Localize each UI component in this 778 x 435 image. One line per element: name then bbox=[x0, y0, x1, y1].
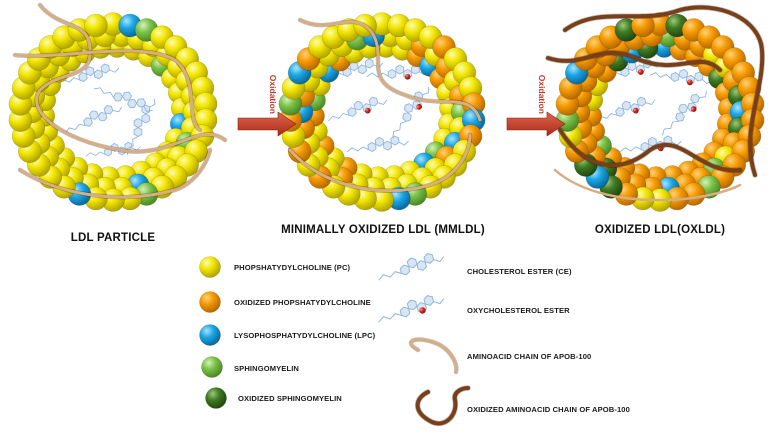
oxidized-sphingomyelin-sphere bbox=[205, 387, 227, 409]
mmldl-caption: MINIMALLY OXIDIZED LDL (MMLDL) bbox=[281, 224, 485, 236]
legend-label-apob: AMINOACID CHAIN OF APOB-100 bbox=[467, 352, 592, 361]
cholesterol-ester-icon bbox=[378, 253, 445, 281]
oxidized-apob-chain bbox=[558, 128, 742, 173]
oxycholesterol-ester bbox=[366, 64, 430, 80]
phosphatidylcholine-sphere bbox=[199, 256, 221, 278]
cholesterol-ester bbox=[126, 98, 156, 156]
legend-label-lpc: LYSOPHOSPHATYDYLCHOLINE (LPC) bbox=[234, 331, 376, 340]
oxygen-dot bbox=[690, 106, 697, 112]
apob-chain bbox=[553, 168, 742, 202]
cholesterol-ester bbox=[64, 105, 123, 134]
oxidized-apob-chain-icon bbox=[415, 386, 470, 426]
legend-label-sm: SPHINGOMYELIN bbox=[234, 364, 300, 373]
oxidized-apob-chain bbox=[546, 50, 722, 72]
legend-label-ce: CHOLESTEROL ESTER (CE) bbox=[467, 267, 572, 276]
legend-label-oxce: OXYCHOLESTEROL ESTER bbox=[467, 306, 570, 315]
ldl-particle-caption: LDL PARTICLE bbox=[70, 232, 156, 244]
legend-label-oxapob: OXIDIZED AMINOACID CHAIN OF APOB-100 bbox=[467, 405, 630, 414]
apob-chain bbox=[18, 148, 212, 199]
oxycholesterol-ester bbox=[661, 91, 707, 136]
apob-chain bbox=[298, 18, 482, 122]
legend-label-oxsm: OXIDIZED SPHINGOMYELIN bbox=[238, 394, 342, 403]
cholesterol-ester bbox=[346, 135, 409, 153]
oxygen-dot bbox=[404, 73, 411, 80]
oxycholesterol-ester bbox=[328, 96, 388, 122]
oxidation-label: Oxidation bbox=[537, 75, 547, 114]
oxidation-label: Oxidation bbox=[268, 75, 278, 114]
oxidation-arrow-2: Oxidation bbox=[506, 75, 566, 137]
oxldl-particle bbox=[555, 12, 765, 212]
mmldl-particle bbox=[278, 12, 486, 212]
oxycholesterol-ester bbox=[392, 86, 430, 139]
apob-chain bbox=[13, 49, 202, 132]
cholesterol-ester bbox=[58, 63, 120, 85]
oxygen-dot bbox=[419, 307, 426, 314]
cholesterol-ester bbox=[93, 87, 153, 113]
oxycholesterol-ester bbox=[649, 68, 713, 86]
oxygen-dot bbox=[632, 107, 639, 114]
particle-core bbox=[581, 38, 739, 186]
oxldl-caption: OXIDIZED LDL(OXLDL) bbox=[594, 224, 726, 236]
phosphatidylcholine-sphere bbox=[84, 13, 108, 38]
oxidized-apob-chain bbox=[563, 5, 765, 177]
legend-label-oxpc: OXIDIZED PHOPSHATYDYLCHOLINE bbox=[234, 298, 371, 307]
oxygen-dot bbox=[416, 103, 422, 110]
apob-chain bbox=[35, 3, 227, 154]
lysophosphatidylcholine-sphere bbox=[199, 324, 221, 346]
legend-label-pc: PHOPSHATYDYLCHOLINE (PC) bbox=[234, 263, 351, 272]
apob-chain-icon bbox=[409, 338, 458, 374]
arrow-shape bbox=[237, 111, 297, 137]
oxidation-arrow-1: Oxidation bbox=[237, 75, 297, 137]
oxidized-phosphatidylcholine-sphere bbox=[199, 291, 221, 313]
oxygen-dot bbox=[686, 79, 693, 86]
oxygen-dot bbox=[637, 69, 644, 75]
oxycholesterol-ester-icon bbox=[378, 295, 445, 323]
apob-chain bbox=[288, 133, 472, 193]
oxidized-phosphatidylcholine-sphere bbox=[631, 13, 655, 38]
arrow-shape bbox=[506, 111, 566, 137]
sphingomyelin-sphere bbox=[201, 356, 223, 378]
oxygen-dot bbox=[364, 107, 371, 114]
